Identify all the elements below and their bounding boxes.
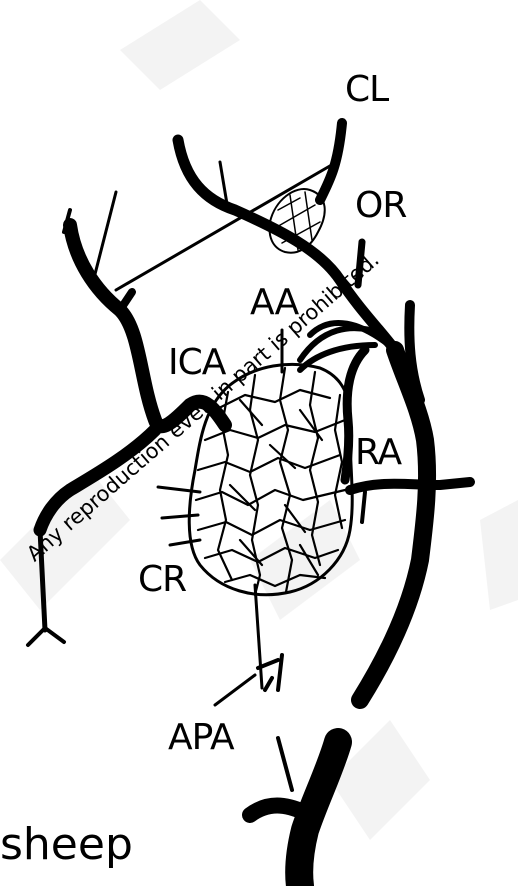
label-ica: ICA	[168, 345, 225, 381]
left-thin-twig	[93, 192, 116, 282]
lower-thin	[278, 738, 292, 790]
label-cr: CR	[138, 562, 186, 598]
label-apa: APA	[168, 720, 234, 756]
label-cl: CL	[345, 72, 388, 108]
label-ra: RA	[355, 435, 401, 471]
ra-stub	[362, 492, 365, 522]
apa-leader	[215, 675, 255, 705]
right-cross-branch	[350, 482, 470, 490]
cl-vessel	[320, 123, 342, 200]
left-fork	[28, 628, 64, 645]
rete-left-branches	[158, 487, 200, 545]
left-short-branch	[120, 292, 132, 310]
right-vertical-branch	[409, 305, 420, 400]
caption-sheep: sheep	[0, 823, 133, 867]
thin-anastomosis	[116, 163, 335, 290]
lower-branch	[250, 806, 310, 815]
apa-vessel	[255, 585, 262, 688]
label-or: OR	[355, 188, 406, 224]
